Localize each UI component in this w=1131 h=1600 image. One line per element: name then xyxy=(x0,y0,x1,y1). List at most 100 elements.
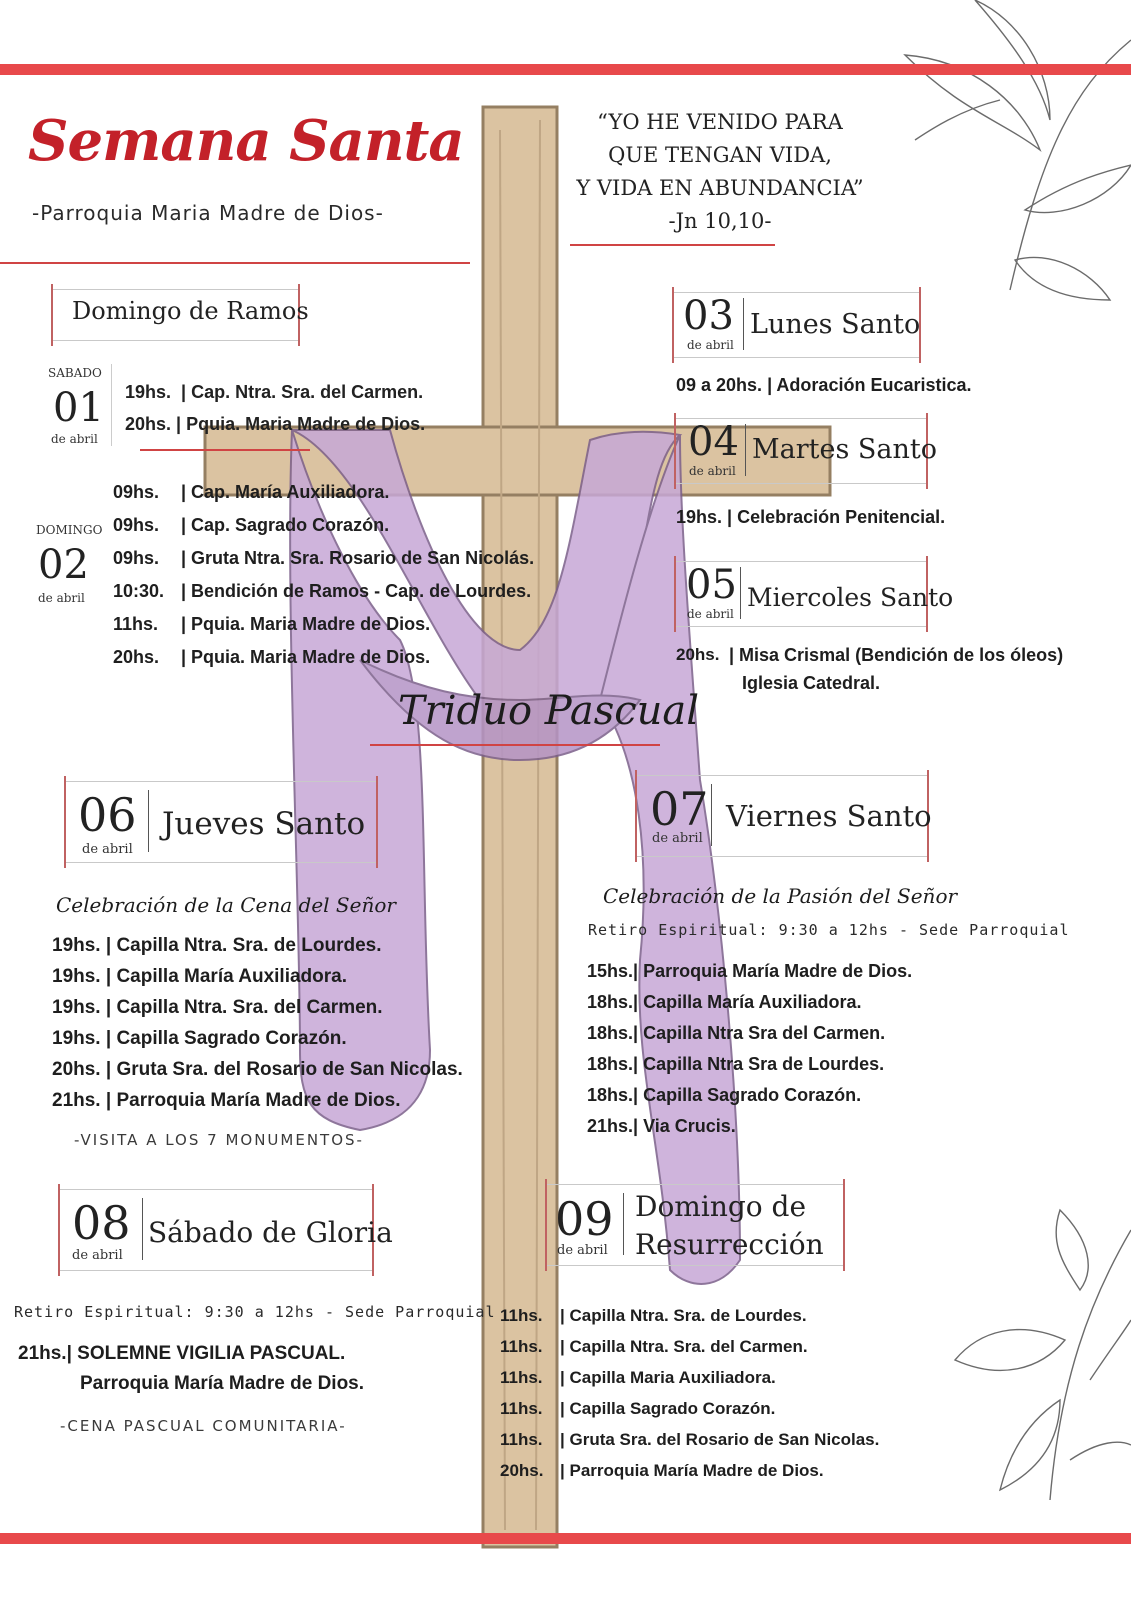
bottom-red-band xyxy=(0,1533,1131,1544)
lunes-title: Lunes Santo xyxy=(750,309,921,340)
schedule-row: 11hs.| Capilla Sagrado Corazón. xyxy=(500,1399,776,1418)
schedule-row: 18hs.| Capilla María Auxiliadora. xyxy=(587,992,862,1012)
page-subtitle: -Parroquia Maria Madre de Dios- xyxy=(32,201,384,225)
lunes-month: de abril xyxy=(687,338,734,352)
top-red-band xyxy=(0,64,1131,75)
schedule-row: 11hs.| Capilla Ntra. Sra. de Lourdes. xyxy=(500,1306,807,1325)
schedule-row: 21hs.| Via Crucis. xyxy=(587,1116,736,1136)
domingo-day-number: 09 xyxy=(555,1192,614,1246)
miercoles-box xyxy=(674,556,928,632)
viernes-box xyxy=(635,770,929,862)
sun-month: de abril xyxy=(38,591,85,605)
jueves-separator xyxy=(148,790,149,852)
jueves-title: Jueves Santo xyxy=(162,806,366,842)
sabado-day-number: 08 xyxy=(72,1196,131,1250)
quote-line: QUE TENGAN VIDA, xyxy=(608,143,832,167)
sabado-note: -CENA PASCUAL COMUNITARIA- xyxy=(60,1417,347,1435)
sabado-line1: 21hs.| SOLEMNE VIGILIA PASCUAL. xyxy=(18,1343,346,1364)
sabado-title: Sábado de Gloria xyxy=(148,1216,393,1249)
schedule-row: 18hs.| Capilla Ntra Sra de Lourdes. xyxy=(587,1054,885,1074)
miercoles-line2: Iglesia Catedral. xyxy=(742,673,881,693)
schedule-row: 20hs. | Pquia. Maria Madre de Dios. xyxy=(125,414,426,434)
miercoles-separator xyxy=(740,567,741,619)
sat-weekday: SABADO xyxy=(48,366,102,380)
martes-box xyxy=(674,413,928,489)
jueves-box xyxy=(64,776,378,868)
sun-day-number: 02 xyxy=(38,542,89,588)
triduo-underline xyxy=(370,744,660,746)
domingo-title-line2: Resurrección xyxy=(635,1228,824,1261)
schedule-row: 20hs. | Gruta Sra. del Rosario de San Ni… xyxy=(52,1059,463,1080)
miercoles-day-number: 05 xyxy=(686,562,737,608)
viernes-retiro: Retiro Espiritual: 9:30 a 12hs - Sede Pa… xyxy=(588,921,1070,939)
schedule-row: 19hs. | Capilla Ntra. Sra. de Lourdes. xyxy=(52,935,382,956)
schedule-row: 09hs.| Cap. Sagrado Corazón. xyxy=(113,515,390,535)
sabado-month: de abril xyxy=(72,1248,123,1263)
martes-day-number: 04 xyxy=(688,419,739,465)
jueves-note: -VISITA A LOS 7 MONUMENTOS- xyxy=(74,1131,364,1149)
jueves-schedule: 19hs. | Capilla Ntra. Sra. de Lourdes. 1… xyxy=(52,930,463,1116)
schedule-row: 11hs.| Pquia. Maria Madre de Dios. xyxy=(113,614,431,634)
sat-underline xyxy=(140,449,310,451)
schedule-row: 20hs.| Parroquia María Madre de Dios. xyxy=(500,1461,824,1480)
bible-quote: “YO HE VENIDO PARA QUE TENGAN VIDA, Y VI… xyxy=(570,106,870,238)
quote-underline xyxy=(570,244,775,246)
schedule-row: 15hs.| Parroquia María Madre de Dios. xyxy=(587,961,913,981)
sabado-separator xyxy=(142,1198,143,1260)
schedule-row: 19hs. | Capilla Ntra. Sra. del Carmen. xyxy=(52,997,383,1018)
domingo-title-line1: Domingo de xyxy=(635,1190,807,1223)
schedule-row: 11hs.| Capilla Ntra. Sra. del Carmen. xyxy=(500,1337,808,1356)
quote-line: Y VIDA EN ABUNDANCIA” xyxy=(576,176,864,200)
miercoles-month: de abril xyxy=(687,607,734,621)
ramos-title: Domingo de Ramos xyxy=(72,297,309,325)
martes-month: de abril xyxy=(689,464,736,478)
leaf-branch-top-icon xyxy=(903,0,1131,301)
jueves-celebration: Celebración de la Cena del Señor xyxy=(56,893,396,917)
sabado-box xyxy=(58,1184,374,1276)
martes-separator xyxy=(745,424,746,476)
schedule-row: 09hs.| Cap. María Auxiliadora. xyxy=(113,482,390,502)
schedule-row: 18hs.| Capilla Sagrado Corazón. xyxy=(587,1085,862,1105)
lunes-box xyxy=(672,287,921,363)
domingo-month: de abril xyxy=(557,1243,608,1258)
viernes-title: Viernes Santo xyxy=(726,799,932,833)
viernes-schedule: 15hs.| Parroquia María Madre de Dios. 18… xyxy=(587,956,912,1142)
miercoles-title: Miercoles Santo xyxy=(747,583,954,612)
lunes-separator xyxy=(743,298,744,350)
lunes-line: 09 a 20hs. | Adoración Eucaristica. xyxy=(676,375,972,395)
schedule-row: 09hs.| Gruta Ntra. Sra. Rosario de San N… xyxy=(113,548,535,568)
quote-line: “YO HE VENIDO PARA xyxy=(597,110,843,134)
schedule-row: 21hs. | Parroquia María Madre de Dios. xyxy=(52,1090,401,1111)
lunes-day-number: 03 xyxy=(683,293,734,339)
schedule-row: 19hs. | Capilla María Auxiliadora. xyxy=(52,966,347,987)
sun-weekday: DOMINGO xyxy=(36,523,103,537)
sat-schedule: 19hs. | Cap. Ntra. Sra. del Carmen. 20hs… xyxy=(125,376,425,440)
schedule-row: 11hs.| Gruta Sra. del Rosario de San Nic… xyxy=(500,1430,880,1449)
martes-line: 19hs. | Celebración Penitencial. xyxy=(676,507,946,527)
triduo-heading: Triduo Pascual xyxy=(398,688,700,734)
schedule-row: 19hs. | Cap. Ntra. Sra. del Carmen. xyxy=(125,382,424,402)
page-title: Semana Santa xyxy=(28,108,465,174)
sabado-line2: Parroquia María Madre de Dios. xyxy=(80,1373,365,1394)
ramos-title-box xyxy=(51,284,300,346)
title-underline xyxy=(0,262,470,264)
viernes-month: de abril xyxy=(652,831,703,846)
schedule-row: 10:30.| Bendición de Ramos - Cap. de Lou… xyxy=(113,581,532,601)
sun-schedule: 09hs.| Cap. María Auxiliadora. 09hs.| Ca… xyxy=(113,476,534,674)
sat-day-number: 01 xyxy=(53,385,104,431)
miercoles-line1: | Misa Crismal (Bendición de los óleos) xyxy=(729,645,1064,665)
viernes-day-number: 07 xyxy=(650,782,709,836)
jueves-month: de abril xyxy=(82,842,133,857)
sat-month: de abril xyxy=(51,432,98,446)
martes-title: Martes Santo xyxy=(752,434,938,465)
schedule-row: 20hs.| Pquia. Maria Madre de Dios. xyxy=(113,647,431,667)
schedule-row: 18hs.| Capilla Ntra Sra del Carmen. xyxy=(587,1023,886,1043)
domingo-box xyxy=(545,1179,845,1271)
quote-reference: -Jn 10,10- xyxy=(668,209,772,233)
domingo-separator xyxy=(623,1193,624,1255)
cross-icon xyxy=(203,105,832,1549)
jueves-day-number: 06 xyxy=(78,788,137,842)
schedule-row: 11hs.| Capilla Maria Auxiliadora. xyxy=(500,1368,776,1387)
domingo-schedule: 11hs.| Capilla Ntra. Sra. de Lourdes. 11… xyxy=(500,1300,879,1486)
